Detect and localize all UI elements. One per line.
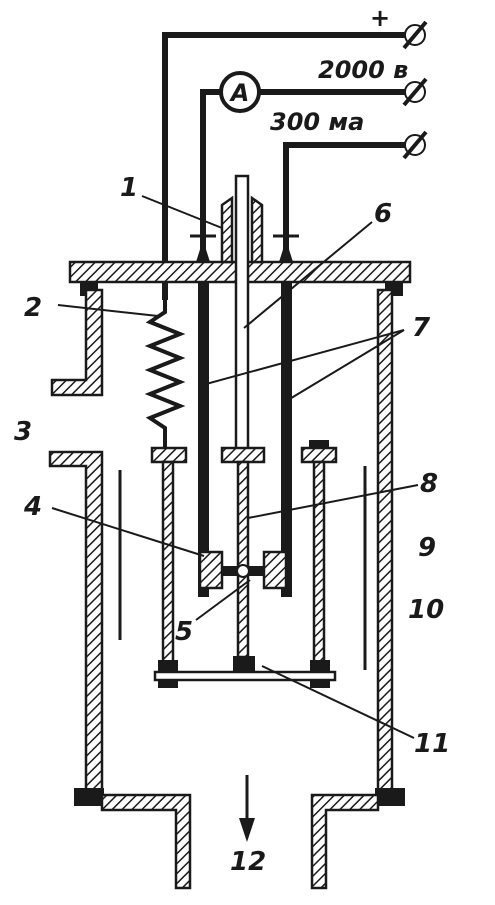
support-rod-left <box>161 460 175 664</box>
base-plate <box>153 670 337 682</box>
electrode-right <box>262 550 288 590</box>
spring <box>144 300 186 448</box>
plus-sign: + <box>370 4 390 32</box>
terminal-top-icon <box>402 20 428 50</box>
voltage-label: 2000 в <box>318 56 408 84</box>
support-block-right <box>300 446 338 464</box>
label-9: 9 <box>418 533 436 563</box>
left-wall-upper <box>50 288 104 397</box>
bottom-flange-right <box>375 788 405 806</box>
bottom-flange-left <box>74 788 104 806</box>
current-lead-right <box>281 282 292 597</box>
feedthrough-left <box>196 240 210 262</box>
label-11: 11 <box>414 729 450 759</box>
current-label: 300 ма <box>270 108 364 136</box>
exhaust-arrow-icon <box>239 775 255 842</box>
label-10: 10 <box>408 595 444 625</box>
outlet-right <box>310 793 380 890</box>
leader-lines <box>51 195 419 739</box>
label-8: 8 <box>420 469 438 499</box>
left-wall-lower <box>48 450 104 792</box>
support-rod-center <box>236 460 250 659</box>
ammeter-letter: A <box>229 79 250 107</box>
electrode-left <box>198 550 224 590</box>
supply-wiring <box>162 32 405 300</box>
feedthrough-right <box>279 240 293 262</box>
ammeter-icon: A <box>219 71 261 113</box>
label-6: 6 <box>374 199 392 229</box>
label-12: 12 <box>230 847 266 877</box>
support-block-left <box>150 446 188 464</box>
central-rod <box>234 174 250 453</box>
terminal-bottom-icon <box>402 130 428 160</box>
terminal-middle-icon <box>402 77 428 107</box>
current-lead-left <box>198 282 209 597</box>
outlet-left <box>100 793 192 890</box>
label-7: 7 <box>412 313 431 343</box>
label-1: 1 <box>120 173 138 203</box>
right-wall <box>376 288 394 792</box>
support-rod-right <box>312 460 326 664</box>
label-3: 3 <box>14 417 32 447</box>
support-block-center <box>220 446 266 464</box>
part-labels: 1 2 3 4 5 6 7 8 9 10 11 12 <box>14 173 450 877</box>
label-2: 2 <box>24 293 42 323</box>
label-5: 5 <box>175 617 193 647</box>
insulator-bushing <box>220 195 264 264</box>
label-4: 4 <box>23 492 42 522</box>
